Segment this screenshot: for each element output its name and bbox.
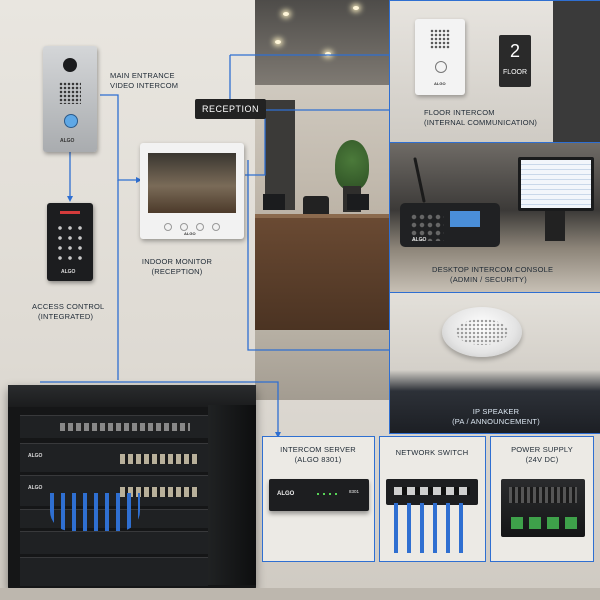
floor-intercom-label-1: FLOOR INTERCOM: [424, 108, 495, 117]
lobby-photo: [255, 0, 390, 330]
switch-icon: [386, 479, 478, 505]
network-switch-box: NETWORK SWITCH: [379, 436, 486, 562]
video-intercom-icon: ALGO: [43, 46, 97, 152]
monitor-brand: ALGO: [184, 231, 196, 236]
rack-cables: [50, 493, 140, 531]
floor-intercom-panel: ALGO 2 FLOOR FLOOR INTERCOM (INTERNAL CO…: [389, 0, 600, 144]
indoor-monitor-label-2: (RECEPTION): [151, 267, 203, 276]
monitor-icon: ALGO: [140, 143, 244, 239]
network-switch-label: NETWORK SWITCH: [395, 448, 469, 457]
desktop-console-label-2: (ADMIN / SECURITY): [450, 275, 527, 284]
keypad-icon: ALGO: [47, 203, 93, 281]
power-supply-label-1: POWER SUPPLY: [511, 445, 573, 454]
intercom-server-box: INTERCOM SERVER (ALGO 8301) ALGO 8301: [262, 436, 375, 562]
indoor-monitor-label-1: INDOOR MONITOR: [141, 257, 213, 266]
intercom-server-label-1: INTERCOM SERVER: [280, 445, 356, 454]
server-icon: ALGO 8301: [269, 479, 369, 511]
intercom-panel-icon: ALGO: [415, 19, 465, 95]
power-supply-box: POWER SUPPLY (24V DC): [490, 436, 594, 562]
intercom-brand: ALGO: [60, 138, 75, 144]
ip-speaker-label-2: (PA / ANNOUNCEMENT): [452, 417, 540, 426]
floor-sign-word: FLOOR: [502, 69, 528, 76]
intercom-server-label-2: (ALGO 8301): [294, 455, 342, 464]
floor-strip: [0, 588, 600, 600]
switch-cables: [394, 503, 470, 553]
floor-sign: 2 FLOOR: [499, 35, 531, 87]
rack-brand-1: ALGO: [28, 453, 43, 459]
ip-speaker-label-1: IP SPEAKER: [472, 407, 520, 416]
desktop-console-label-1: DESKTOP INTERCOM CONSOLE: [432, 265, 554, 274]
keypad-brand: ALGO: [61, 269, 76, 275]
console-icon: ALGO: [400, 203, 500, 247]
rack-brand-2: ALGO: [28, 485, 43, 491]
power-supply-label-2: (24V DC): [525, 455, 559, 464]
lobby-floor: [255, 330, 390, 400]
main-entrance-label-2: VIDEO INTERCOM: [110, 81, 179, 90]
ip-speaker-panel: IP SPEAKER (PA / ANNOUNCEMENT): [389, 292, 600, 434]
server-brand: ALGO: [277, 491, 295, 497]
server-model: 8301: [349, 489, 360, 494]
access-control-label-2: (INTEGRATED): [38, 312, 94, 321]
reception-sign: RECEPTION: [195, 99, 267, 119]
desktop-console-panel: ALGO DESKTOP INTERCOM CONSOLE (ADMIN / S…: [389, 142, 600, 294]
console-brand: ALGO: [412, 237, 427, 243]
access-control-label-1: ACCESS CONTROL: [32, 302, 105, 311]
power-supply-icon: [501, 479, 585, 537]
floor-sign-number: 2: [509, 41, 520, 61]
speaker-icon: [442, 307, 522, 357]
main-entrance-label-1: MAIN ENTRANCE: [110, 71, 175, 80]
floor-intercom-label-2: (INTERNAL COMMUNICATION): [424, 118, 538, 127]
rack-icon: ALGO ALGO: [8, 385, 256, 590]
floor-intercom-brand: ALGO: [434, 81, 446, 86]
